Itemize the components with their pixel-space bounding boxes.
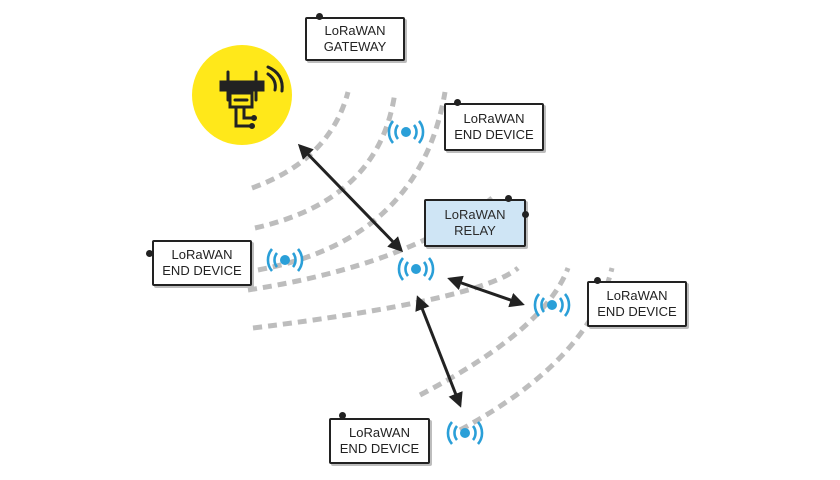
signal-icons [266,120,571,445]
gateway-node [192,45,292,145]
gateway-label-line1: LoRaWAN [324,23,386,38]
end-device-left-line1: LoRaWAN [171,247,233,262]
relay-range-arc [418,267,571,398]
end-device-top-label: LoRaWAN END DEVICE [444,103,544,151]
wireless-signal-icon [533,293,571,317]
arrow-gateway-relay [297,143,404,253]
gateway-range-arc [251,91,351,191]
relay-label-line2: RELAY [454,223,496,238]
wireless-signal-icon [446,421,484,445]
label-pin [505,195,512,202]
wireless-signal-icon [397,257,435,281]
end-device-right-label: LoRaWAN END DEVICE [587,281,687,327]
label-pin [594,277,601,284]
end-device-top-line1: LoRaWAN [463,111,525,126]
relay-range-arc [252,266,520,331]
relay-label: LoRaWAN RELAY [424,199,526,247]
arrow-relay-bottom-device [415,295,463,408]
label-pin [339,412,346,419]
end-device-bottom-line2: END DEVICE [339,441,420,456]
label-pin [316,13,323,20]
label-pin [522,211,529,218]
connection-arrows [297,143,525,408]
gateway-label-line2: GATEWAY [323,39,387,54]
end-device-bottom-line1: LoRaWAN [349,425,410,440]
end-device-left-label: LoRaWAN END DEVICE [152,240,252,286]
wireless-signal-icon [387,120,425,144]
gateway-label: LoRaWAN GATEWAY [305,17,405,61]
end-device-bottom-label: LoRaWAN END DEVICE [329,418,430,464]
relay-label-line1: LoRaWAN [444,207,506,222]
relay-range-arc [458,267,615,433]
gateway-antenna-icon [219,65,284,129]
label-pin [146,250,153,257]
arrow-relay-right-device [447,275,525,308]
wireless-signal-icon [266,248,304,272]
end-device-right-line1: LoRaWAN [606,288,668,303]
label-pin [454,99,461,106]
end-device-right-line2: END DEVICE [597,304,677,319]
end-device-left-line2: END DEVICE [162,263,242,278]
end-device-top-line2: END DEVICE [454,127,534,142]
